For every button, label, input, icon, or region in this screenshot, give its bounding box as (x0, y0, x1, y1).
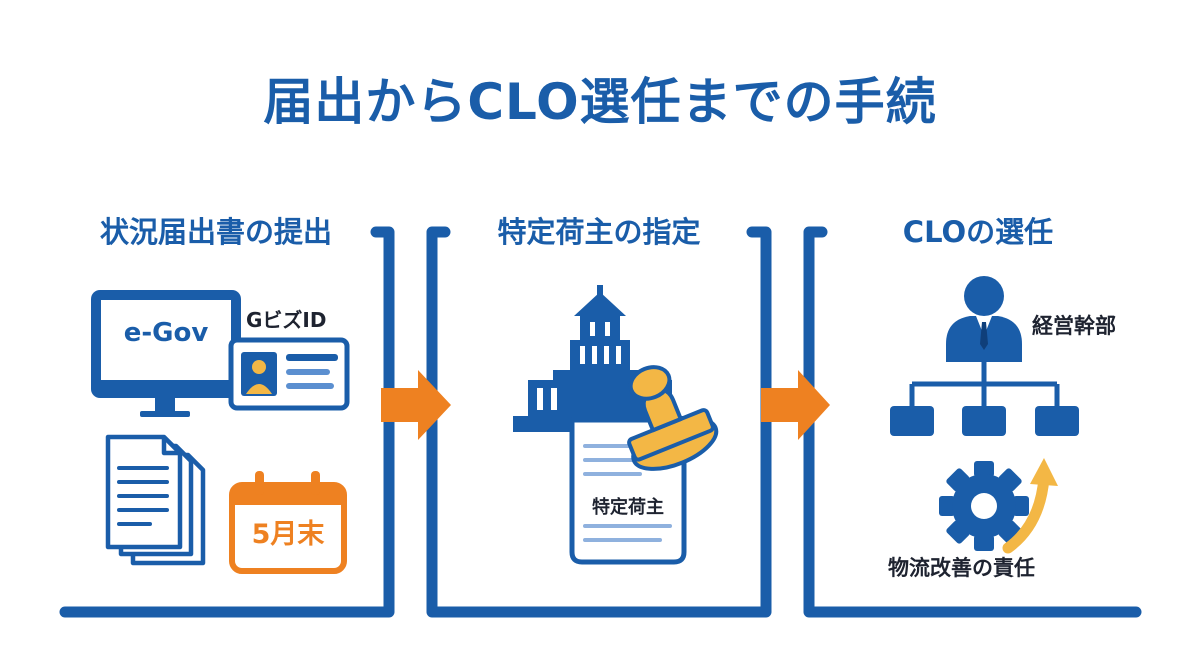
logistics-responsibility-label: 物流改善の責任 (888, 556, 1035, 580)
gear-icon (939, 461, 1029, 551)
executive-label: 経営幹部 (1032, 314, 1116, 338)
deadline-label: 5月末 (251, 519, 325, 550)
flow-arrow-2 (761, 370, 830, 440)
computer-monitor-icon (91, 290, 241, 417)
org-chart-icon (890, 362, 1079, 436)
egov-label: e-Gov (123, 318, 209, 348)
stamp-icon (627, 365, 719, 471)
calendar-icon (229, 471, 347, 574)
stage-3-title: CLOの選任 (902, 215, 1054, 249)
executive-person-icon (946, 276, 1022, 362)
page-title: 届出からCLO選任までの手続 (263, 73, 937, 131)
flow-arrow-1 (381, 370, 451, 440)
specified-shipper-label: 特定荷主 (592, 497, 664, 518)
upward-arrow-icon (1002, 458, 1058, 554)
gbiz-id-label: GビズID (246, 308, 327, 332)
stage-frame-2 (426, 226, 772, 618)
stage-1-title: 状況届出書の提出 (99, 215, 332, 249)
id-card-icon (228, 337, 350, 411)
stage-2-title: 特定荷主の指定 (497, 215, 701, 249)
documents-icon (105, 434, 206, 566)
